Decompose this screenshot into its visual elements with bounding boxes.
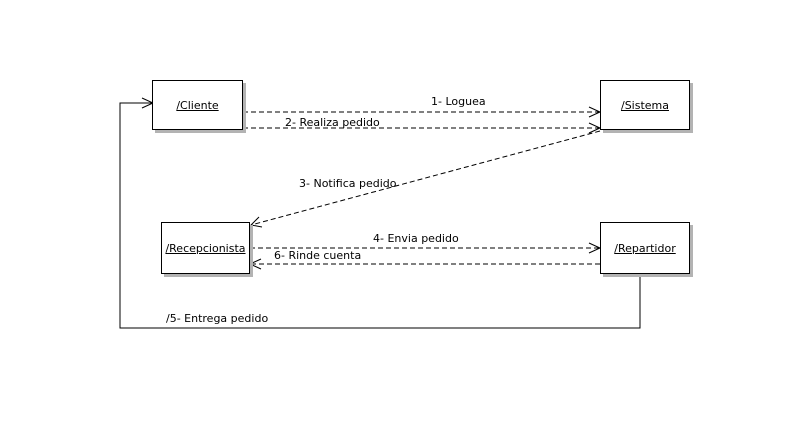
message-3-label: 3- Notifica pedido xyxy=(299,177,397,190)
object-sistema[interactable]: /Sistema xyxy=(600,80,690,130)
message-4-label: 4- Envia pedido xyxy=(373,232,459,245)
message-5-label: /5- Entrega pedido xyxy=(166,312,269,325)
message-2-label: 2- Realiza pedido xyxy=(285,116,380,129)
message-3-connector[interactable] xyxy=(249,130,601,228)
message-1-label: 1- Loguea xyxy=(431,95,486,108)
object-repartidor[interactable]: /Repartidor xyxy=(600,222,690,274)
message-5-connector[interactable] xyxy=(119,97,641,329)
message-6-label: 6- Rinde cuenta xyxy=(274,249,362,262)
object-cliente[interactable]: /Cliente xyxy=(152,80,243,130)
object-recepcionista[interactable]: /Recepcionista xyxy=(161,222,250,274)
message-6-connector[interactable] xyxy=(248,258,600,270)
